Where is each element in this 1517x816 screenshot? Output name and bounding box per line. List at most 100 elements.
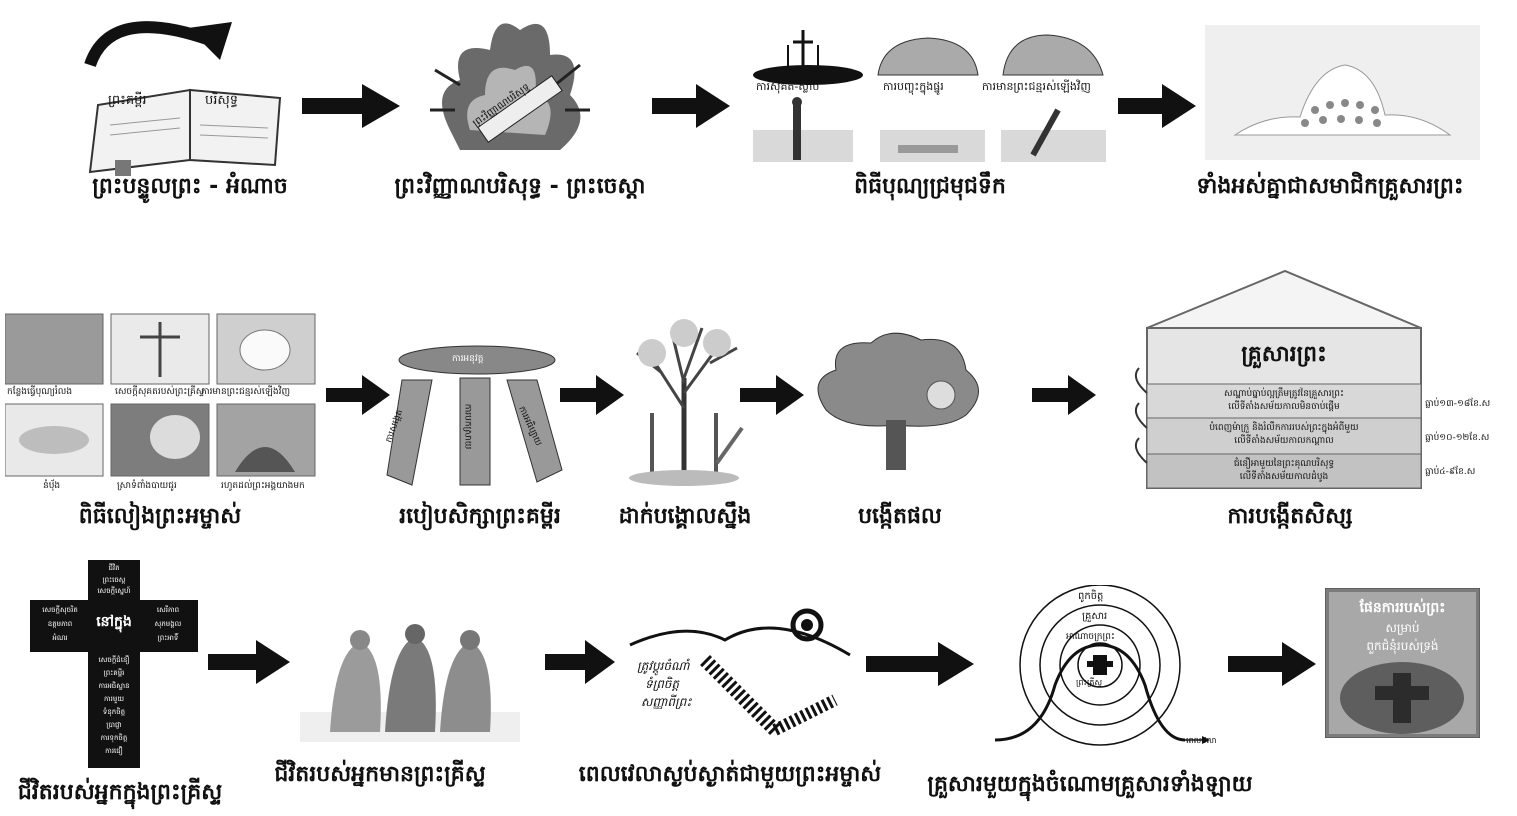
cross-left-2: ឧត្ដមភាព (47, 620, 73, 628)
caption-holy-spirit: ព្រះវិញ្ញាណបរិសុទ្ធ - ព្រះចេស្តា (394, 174, 646, 199)
arrow-right-icon (302, 84, 400, 128)
ring-label-2: គ្រួសារ (1082, 611, 1108, 622)
step-tree-fruit (806, 325, 986, 475)
arrow-right-icon (652, 84, 730, 128)
house-title: គ្រួសារព្រះ (1241, 342, 1327, 367)
cross-center: នៅក្នុង (96, 614, 132, 630)
arrow-right-icon (326, 375, 390, 415)
stool-seat-label: ការអនុវត្ត (452, 354, 484, 364)
step-family-among-families: ពូកចិត្ត គ្រួសារ អាណាចក្រព្រះ ព្រះគ្រីស្… (990, 585, 1220, 760)
arrow-right-icon (545, 640, 615, 684)
tile-label-until-he-comes: រហូតដល់ព្រះអង្គយាងមក (221, 481, 305, 491)
ring-label-3: អាណាចក្រព្រះ (1066, 632, 1115, 642)
cross-bottom-1: សេចក្ដីជំនឿ (98, 656, 130, 664)
cross-bottom-3: ការអធិស្ឋាន (98, 682, 130, 690)
step-tree-roots (622, 318, 747, 488)
arrow-right-icon (740, 375, 804, 415)
caption-bible-study: របៀបសិក្សាព្រះគម្ពីរ (399, 504, 561, 529)
cross-right-3: ព្រះអាទិ៍ (157, 634, 179, 642)
arrow-right-icon (866, 642, 974, 686)
concentric-circles-diagram (994, 585, 1210, 746)
ring-label-4: ព្រះគ្រីស្ទ (1076, 678, 1103, 687)
caption-tree-roots: ដាក់បង្គោលស្នឹង (618, 504, 752, 529)
caption-life-in-christ: ជីវិតរបស់អ្នកក្នុងព្រះគ្រីស្ទ (17, 780, 223, 805)
cross-bottom-6: ប្រាជ្ញា (106, 721, 122, 729)
axis-label-time: ពេលវេលា (1186, 736, 1217, 745)
caption-quiet-time: ពេលវេលាស្ងប់ស្ងាត់ជាមួយព្រះអម្ចាស់ (578, 762, 882, 787)
tile-label-resurrection: ការមានព្រះជន្មរស់ឡើងវិញ (201, 387, 291, 397)
caption-tree-fruit: បង្កើតផល (858, 504, 942, 529)
house-floor-3-line1: ជំនឿអាមួយនៃព្រះគុណបរិសុទ្ធ (1233, 459, 1335, 469)
step-life-in-christ: នៅក្នុង ជីវិត ព្រះចេស្ត សេចក្ដីស្នេហ៍ សេ… (30, 560, 200, 770)
walkers-illustration (300, 624, 520, 742)
book-cover-sub2: ពួកជំនុំរបស់ទ្រង់ (1366, 639, 1439, 653)
step-holy-spirit: ព្រះវិញ្ញាណបរិសុទ្ធ (420, 10, 600, 170)
cross-bottom-7: ការទុកចិត្ត (100, 734, 128, 742)
quiet-time-illustration (629, 608, 851, 736)
book-gods-plan: ផែនការរបស់ព្រះ សម្រាប់ ពួកជំនុំរបស់ទ្រង់ (1325, 588, 1480, 738)
step-word-of-god: ព្រះគម្ពីរ បរិសុទ្ធ (70, 10, 310, 210)
book-cover-sub: សម្រាប់ (1385, 621, 1420, 635)
cross-top-2: ព្រះចេស្ត (102, 576, 126, 584)
ring-label-1: ពូកចិត្ត (1078, 591, 1104, 602)
house-floor-1-line1: សណ្ឋាប់ធ្នាប់ល្អត្រឹមត្រូវនៃគ្រួសារព្រះ (1224, 389, 1344, 399)
arrow-right-icon (560, 375, 624, 415)
tile-label-passover: កន្លែងធ្វើបុណ្យរំលង (7, 387, 73, 397)
arrow-right-icon (1228, 642, 1316, 686)
house-floor-1-side: ធ្លាប់១៣-១៨ខែ.ស (1425, 399, 1491, 409)
step-baptism: ការសុគត-ស្លាប់ ការបញ្ចុះក្នុងផ្នូរ ការមា… (748, 20, 1118, 170)
young-tree-illustration (629, 319, 744, 486)
bible-right-label: បរិសុទ្ធ (205, 93, 239, 108)
caption-disciple-making: ការបង្កើតសិស្ស (1227, 504, 1353, 529)
cross-right-1: សេរីភាព (156, 606, 180, 614)
cross-bottom-5: ទំនុកចិត្ត (102, 708, 126, 716)
stool-illustration (386, 345, 563, 486)
fruit-tree-illustration (817, 332, 979, 470)
caption-baptism: ពិធីបុណ្យជ្រមុជទឹក (854, 174, 1006, 199)
arrow-right-icon (1032, 375, 1096, 415)
arrow-right-icon (208, 640, 290, 684)
family-crowd-illustration (1205, 25, 1480, 160)
house-floor-3-line2: លើទីតាំងសម័យកាលដំបូង (1239, 472, 1329, 482)
communion-tiles (5, 313, 316, 477)
caption-family-among-families: គ្រួសារមួយក្នុងចំណោមគ្រួសារទាំងឡាយ (927, 772, 1253, 797)
tile-label-death: សេចក្ដីសុគតរបស់ព្រះគ្រីស្ទ (115, 387, 205, 397)
cross-bottom-8: ការជឿ (105, 747, 123, 755)
bible-left-label: ព្រះគម្ពីរ (108, 93, 147, 108)
house-floor-2-line1: បំពេញម៉ាក្រួ និងរំលឹកការរបស់ព្រះក្នុងអំព… (1209, 423, 1359, 433)
house-floor-2-line2: លើទីតាំងសម័យកាលកណ្ដាល (1234, 436, 1334, 446)
cross-left-3: អំណរ (52, 634, 68, 642)
book-cover-illustration (1325, 588, 1480, 738)
step-quiet-time: ត្រូវប្ដូរចំណាំ ទំព្រចិត្ត សញ្ញាពីព្រះ (625, 600, 855, 745)
cross-bottom-2: ព្រះគម្ពីរ (103, 669, 125, 677)
caption-family-members: ទាំងអស់គ្នាជាសមាជិកគ្រួសារព្រះ (1196, 174, 1464, 199)
baptism-illustration (753, 30, 1106, 162)
house-floor-1-line2: លើទីតាំងសម័យកាលមិនចាប់ផ្ដើម (1228, 402, 1340, 412)
house-diagram (1134, 269, 1422, 489)
tile-label-wine: ស្រាទំពាំងបាយជូរ (117, 481, 177, 491)
arrow-right-icon (1118, 84, 1196, 128)
quiet-time-line-3: សញ្ញាពីព្រះ (641, 695, 692, 709)
stool-leg-label-interpret: ការបកស្រាយ (462, 403, 473, 450)
baptism-label-burial: ការបញ្ចុះក្នុងផ្នូរ (883, 80, 944, 93)
cross-right-2: សុភមង្គល (154, 620, 182, 628)
book-cover-title: ផែនការរបស់ព្រះ (1359, 600, 1446, 616)
baptism-label-resurrection: ការមានព្រះជន្មរស់ឡើងវិញ (982, 80, 1091, 93)
cross-bottom-4: ការមួយ (104, 695, 124, 703)
baptism-label-death: ការសុគត-ស្លាប់ (756, 80, 820, 93)
tile-label-bread: នំបុ័ង (43, 481, 61, 491)
fire-icon (430, 23, 590, 151)
caption-communion: ពិធីលៀងព្រះអម្ចាស់ (78, 504, 242, 529)
step-family-members (1205, 25, 1480, 160)
quiet-time-line-1: ត្រូវប្ដូរចំណាំ (637, 659, 690, 673)
house-floor-3-side: ធ្លាប់៤-៩ខែ.ស (1425, 467, 1476, 477)
cross-top-1: ជីវិត (108, 564, 120, 572)
step-bible-study-stool: ការអនុវត្ត ការសង្កេត ការបកស្រាយ ការអធិប្… (382, 340, 572, 490)
house-floor-2-side: ធ្លាប់១០-១២ខែ.ស (1425, 433, 1490, 443)
caption-word-of-god: ព្រះបន្ទូលព្រះ - អំណាច (92, 174, 288, 199)
quiet-time-line-2: ទំព្រចិត្ត (645, 677, 680, 691)
cross-icon (30, 560, 198, 768)
step-walkers (300, 622, 520, 742)
caption-walkers: ជីវិតរបស់អ្នកមានព្រះគ្រីស្ទ (274, 762, 486, 787)
step-disciple-house: គ្រួសារព្រះ សណ្ឋាប់ធ្នាប់ល្អត្រឹមត្រូវនៃ… (1125, 268, 1517, 493)
